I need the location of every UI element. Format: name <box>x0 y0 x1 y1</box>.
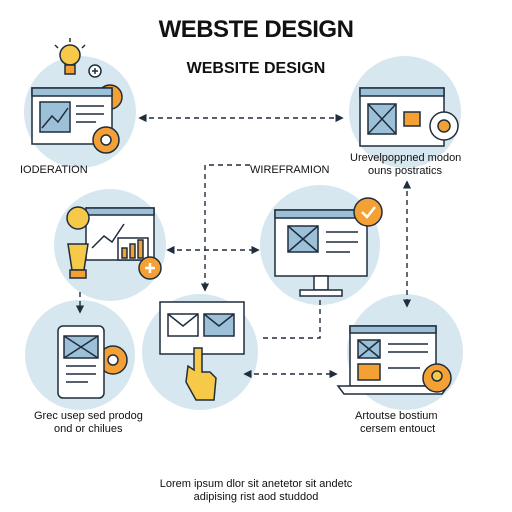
page-subtitle: WEBSITE DESIGN <box>186 60 326 77</box>
mobile-icon <box>57 325 128 399</box>
page-title: WEBSTE DESIGN <box>158 16 354 43</box>
development-icon <box>359 87 459 147</box>
label-ideation: IODERATION <box>20 164 88 176</box>
label-mobile-1: Grec usep sed prodog <box>34 410 143 422</box>
footer-line-1: Lorem ipsum dlor sit anetetor sit andetc <box>159 478 353 490</box>
wireframe-icon <box>274 197 383 297</box>
label-development-1: Urevelpoppned modon <box>350 152 462 164</box>
ideation-icon <box>31 38 123 154</box>
footer-line-2: adipising rist aod studdod <box>193 491 319 503</box>
arrow-wireframe-branch <box>200 164 250 292</box>
label-launch-1: Artoutse bostium <box>355 410 438 422</box>
arrow-wireframe-prototype <box>262 300 321 339</box>
prototype-icon <box>159 301 245 401</box>
label-wireframe: WIREFRAMION <box>250 164 330 176</box>
label-development-2: ouns postratics <box>368 165 442 177</box>
label-launch-2: cersem entouct <box>360 423 436 435</box>
connectors <box>75 113 412 379</box>
label-mobile-2: ond or chilues <box>54 423 123 435</box>
analytics-icon <box>66 206 162 280</box>
launch-icon <box>336 325 452 395</box>
